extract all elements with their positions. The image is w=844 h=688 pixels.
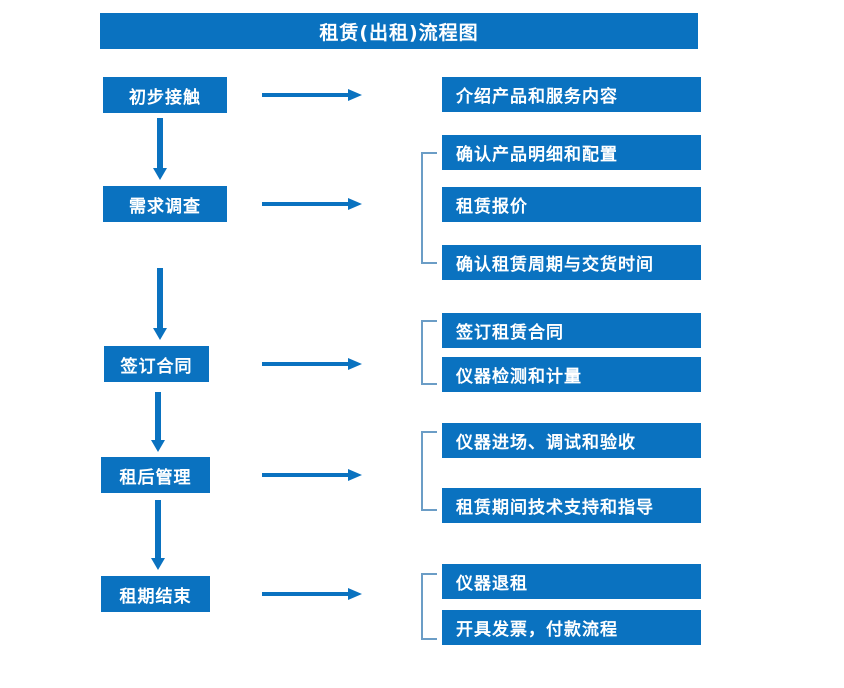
detail-box-仪器退租[interactable]: 仪器退租 bbox=[442, 564, 701, 599]
group-bracket-3 bbox=[421, 320, 437, 385]
detail-box-开具发票付款流程[interactable]: 开具发票，付款流程 bbox=[442, 610, 701, 645]
arrow-right-5 bbox=[262, 586, 362, 602]
arrow-right-1 bbox=[262, 87, 362, 103]
group-bracket-2 bbox=[421, 152, 437, 264]
detail-box-介绍产品和服务内容[interactable]: 介绍产品和服务内容 bbox=[442, 77, 701, 112]
stage-box-需求调查[interactable]: 需求调查 bbox=[103, 186, 227, 222]
arrow-down-3 bbox=[150, 392, 166, 452]
diagram-title: 租赁(出租)流程图 bbox=[100, 13, 698, 49]
stage-box-初步接触[interactable]: 初步接触 bbox=[103, 77, 227, 113]
arrow-down-1 bbox=[152, 118, 168, 180]
group-bracket-5 bbox=[421, 573, 437, 640]
arrow-down-2 bbox=[152, 268, 168, 340]
arrow-right-3 bbox=[262, 356, 362, 372]
detail-box-确认产品明细和配置[interactable]: 确认产品明细和配置 bbox=[442, 135, 701, 170]
group-bracket-4 bbox=[421, 431, 437, 511]
arrow-right-2 bbox=[262, 196, 362, 212]
stage-box-签订合同[interactable]: 签订合同 bbox=[104, 346, 209, 382]
detail-box-签订租赁合同[interactable]: 签订租赁合同 bbox=[442, 313, 701, 348]
detail-box-确认租赁周期与交货时间[interactable]: 确认租赁周期与交货时间 bbox=[442, 245, 701, 280]
arrow-right-4 bbox=[262, 467, 362, 483]
detail-box-仪器进场调试和验收[interactable]: 仪器进场、调试和验收 bbox=[442, 423, 701, 458]
stage-box-租期结束[interactable]: 租期结束 bbox=[101, 576, 210, 612]
detail-box-仪器检测和计量[interactable]: 仪器检测和计量 bbox=[442, 357, 701, 392]
detail-box-租赁报价[interactable]: 租赁报价 bbox=[442, 187, 701, 222]
stage-box-租后管理[interactable]: 租后管理 bbox=[101, 457, 210, 493]
detail-box-租赁期间技术支持和指导[interactable]: 租赁期间技术支持和指导 bbox=[442, 488, 701, 523]
arrow-down-4 bbox=[150, 500, 166, 570]
